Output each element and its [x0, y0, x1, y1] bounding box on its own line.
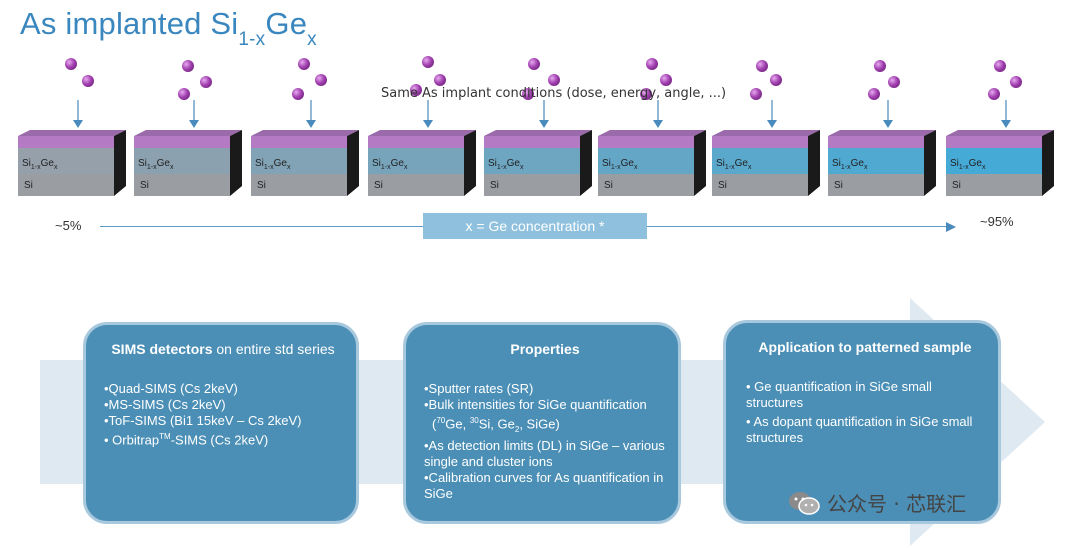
- arsenic-atom: [888, 76, 900, 88]
- list-item: •MS-SIMS (Cs 2keV): [104, 397, 226, 412]
- si-substrate-label: Si: [257, 180, 266, 191]
- arsenic-atom: [522, 88, 534, 100]
- si-substrate-label: Si: [374, 180, 383, 191]
- implant-arrow: [767, 100, 777, 130]
- sige-layer-label: Si1-xGex: [372, 158, 408, 171]
- list-item: • OrbitrapTM-SIMS (Cs 2keV): [104, 432, 269, 448]
- arsenic-atom: [434, 74, 446, 86]
- sige-layer-label: Si1-xGex: [255, 158, 291, 171]
- implant-arrow: [306, 100, 316, 130]
- sige-layer-label: Si1-xGex: [716, 158, 752, 171]
- watermark-text: 公众号 · 芯联汇: [827, 492, 967, 516]
- si-substrate-label: Si: [952, 180, 961, 191]
- list-item: •ToF-SIMS (Bi1 15keV – Cs 2keV): [104, 413, 302, 428]
- arsenic-atom: [65, 58, 77, 70]
- concentration-arrow-head: [946, 222, 956, 232]
- arsenic-atom: [292, 88, 304, 100]
- sims-detector-list: •Quad-SIMS (Cs 2keV) •MS-SIMS (Cs 2keV) …: [104, 381, 342, 448]
- implant-arrow: [73, 100, 83, 130]
- list-item: •Sputter rates (SR): [424, 381, 534, 396]
- watermark: 公众号 · 芯联汇: [787, 488, 966, 517]
- percent-high-label: ~95%: [980, 214, 1014, 229]
- arsenic-atom: [528, 58, 540, 70]
- sims-card-heading: SIMS detectors on entire std series: [111, 341, 335, 357]
- arsenic-atom: [182, 60, 194, 72]
- sige-layer-label: Si1-xGex: [832, 158, 868, 171]
- arsenic-atom: [178, 88, 190, 100]
- application-card-heading: Application to patterned sample: [758, 339, 972, 355]
- implant-arrow: [1001, 100, 1011, 130]
- arsenic-atom: [548, 74, 560, 86]
- properties-card: Properties •Sputter rates (SR) •Bulk int…: [403, 322, 681, 524]
- implant-arrow: [653, 100, 663, 130]
- sige-layer-label: Si1-xGex: [950, 158, 986, 171]
- arsenic-atom: [1010, 76, 1022, 88]
- sige-layer-label: Si1-xGex: [488, 158, 524, 171]
- wechat-icon: [787, 491, 821, 515]
- arsenic-atom: [200, 76, 212, 88]
- arsenic-atom: [868, 88, 880, 100]
- list-item: •As detection limits (DL) in SiGe – vari…: [424, 437, 665, 469]
- list-item: •Bulk intensities for SiGe quantificatio…: [424, 397, 647, 412]
- list-item: • As dopant quantification in SiGe small…: [746, 414, 973, 445]
- implant-arrow: [539, 100, 549, 130]
- arsenic-atom: [82, 75, 94, 87]
- sige-layer-label: Si1-xGex: [22, 158, 58, 171]
- concentration-label: x = Ge concentration *: [423, 213, 647, 239]
- arsenic-atom: [640, 88, 652, 100]
- page-title: As implanted Si1-xGex: [20, 6, 317, 51]
- si-substrate-label: Si: [834, 180, 843, 191]
- arsenic-atom: [988, 88, 1000, 100]
- arsenic-atom: [756, 60, 768, 72]
- arsenic-atom: [298, 58, 310, 70]
- list-item: •Calibration curves for As quantificatio…: [424, 469, 664, 501]
- implant-arrow: [423, 100, 433, 130]
- implant-arrow: [189, 100, 199, 130]
- si-substrate-label: Si: [140, 180, 149, 191]
- arsenic-atom: [422, 56, 434, 68]
- properties-list: •Sputter rates (SR) •Bulk intensities fo…: [424, 381, 666, 502]
- arsenic-atom: [770, 74, 782, 86]
- implant-conditions-note: Same As implant conditions (dose, energy…: [381, 86, 727, 101]
- sims-detectors-card: SIMS detectors on entire std series •Qua…: [83, 322, 359, 524]
- arsenic-atom: [410, 84, 422, 96]
- si-substrate-label: Si: [718, 180, 727, 191]
- arsenic-atom: [750, 88, 762, 100]
- list-item: (70Ge, 30Si, Ge2, SiGe): [432, 416, 560, 434]
- arsenic-atom: [646, 58, 658, 70]
- properties-card-heading: Properties: [510, 341, 580, 357]
- application-card: Application to patterned sample • Ge qua…: [723, 320, 1001, 524]
- sige-layer-label: Si1-xGex: [138, 158, 174, 171]
- arsenic-atom: [315, 74, 327, 86]
- implant-arrow: [883, 100, 893, 130]
- sige-layer-label: Si1-xGex: [602, 158, 638, 171]
- si-substrate-label: Si: [24, 180, 33, 191]
- si-substrate-label: Si: [490, 180, 499, 191]
- si-substrate-label: Si: [604, 180, 613, 191]
- application-list: • Ge quantification in SiGe small struct…: [746, 379, 984, 446]
- list-item: • Ge quantification in SiGe small struct…: [746, 379, 932, 410]
- arsenic-atom: [660, 74, 672, 86]
- arsenic-atom: [994, 60, 1006, 72]
- list-item: •Quad-SIMS (Cs 2keV): [104, 381, 238, 396]
- arsenic-atom: [874, 60, 886, 72]
- percent-low-label: ~5%: [55, 218, 82, 233]
